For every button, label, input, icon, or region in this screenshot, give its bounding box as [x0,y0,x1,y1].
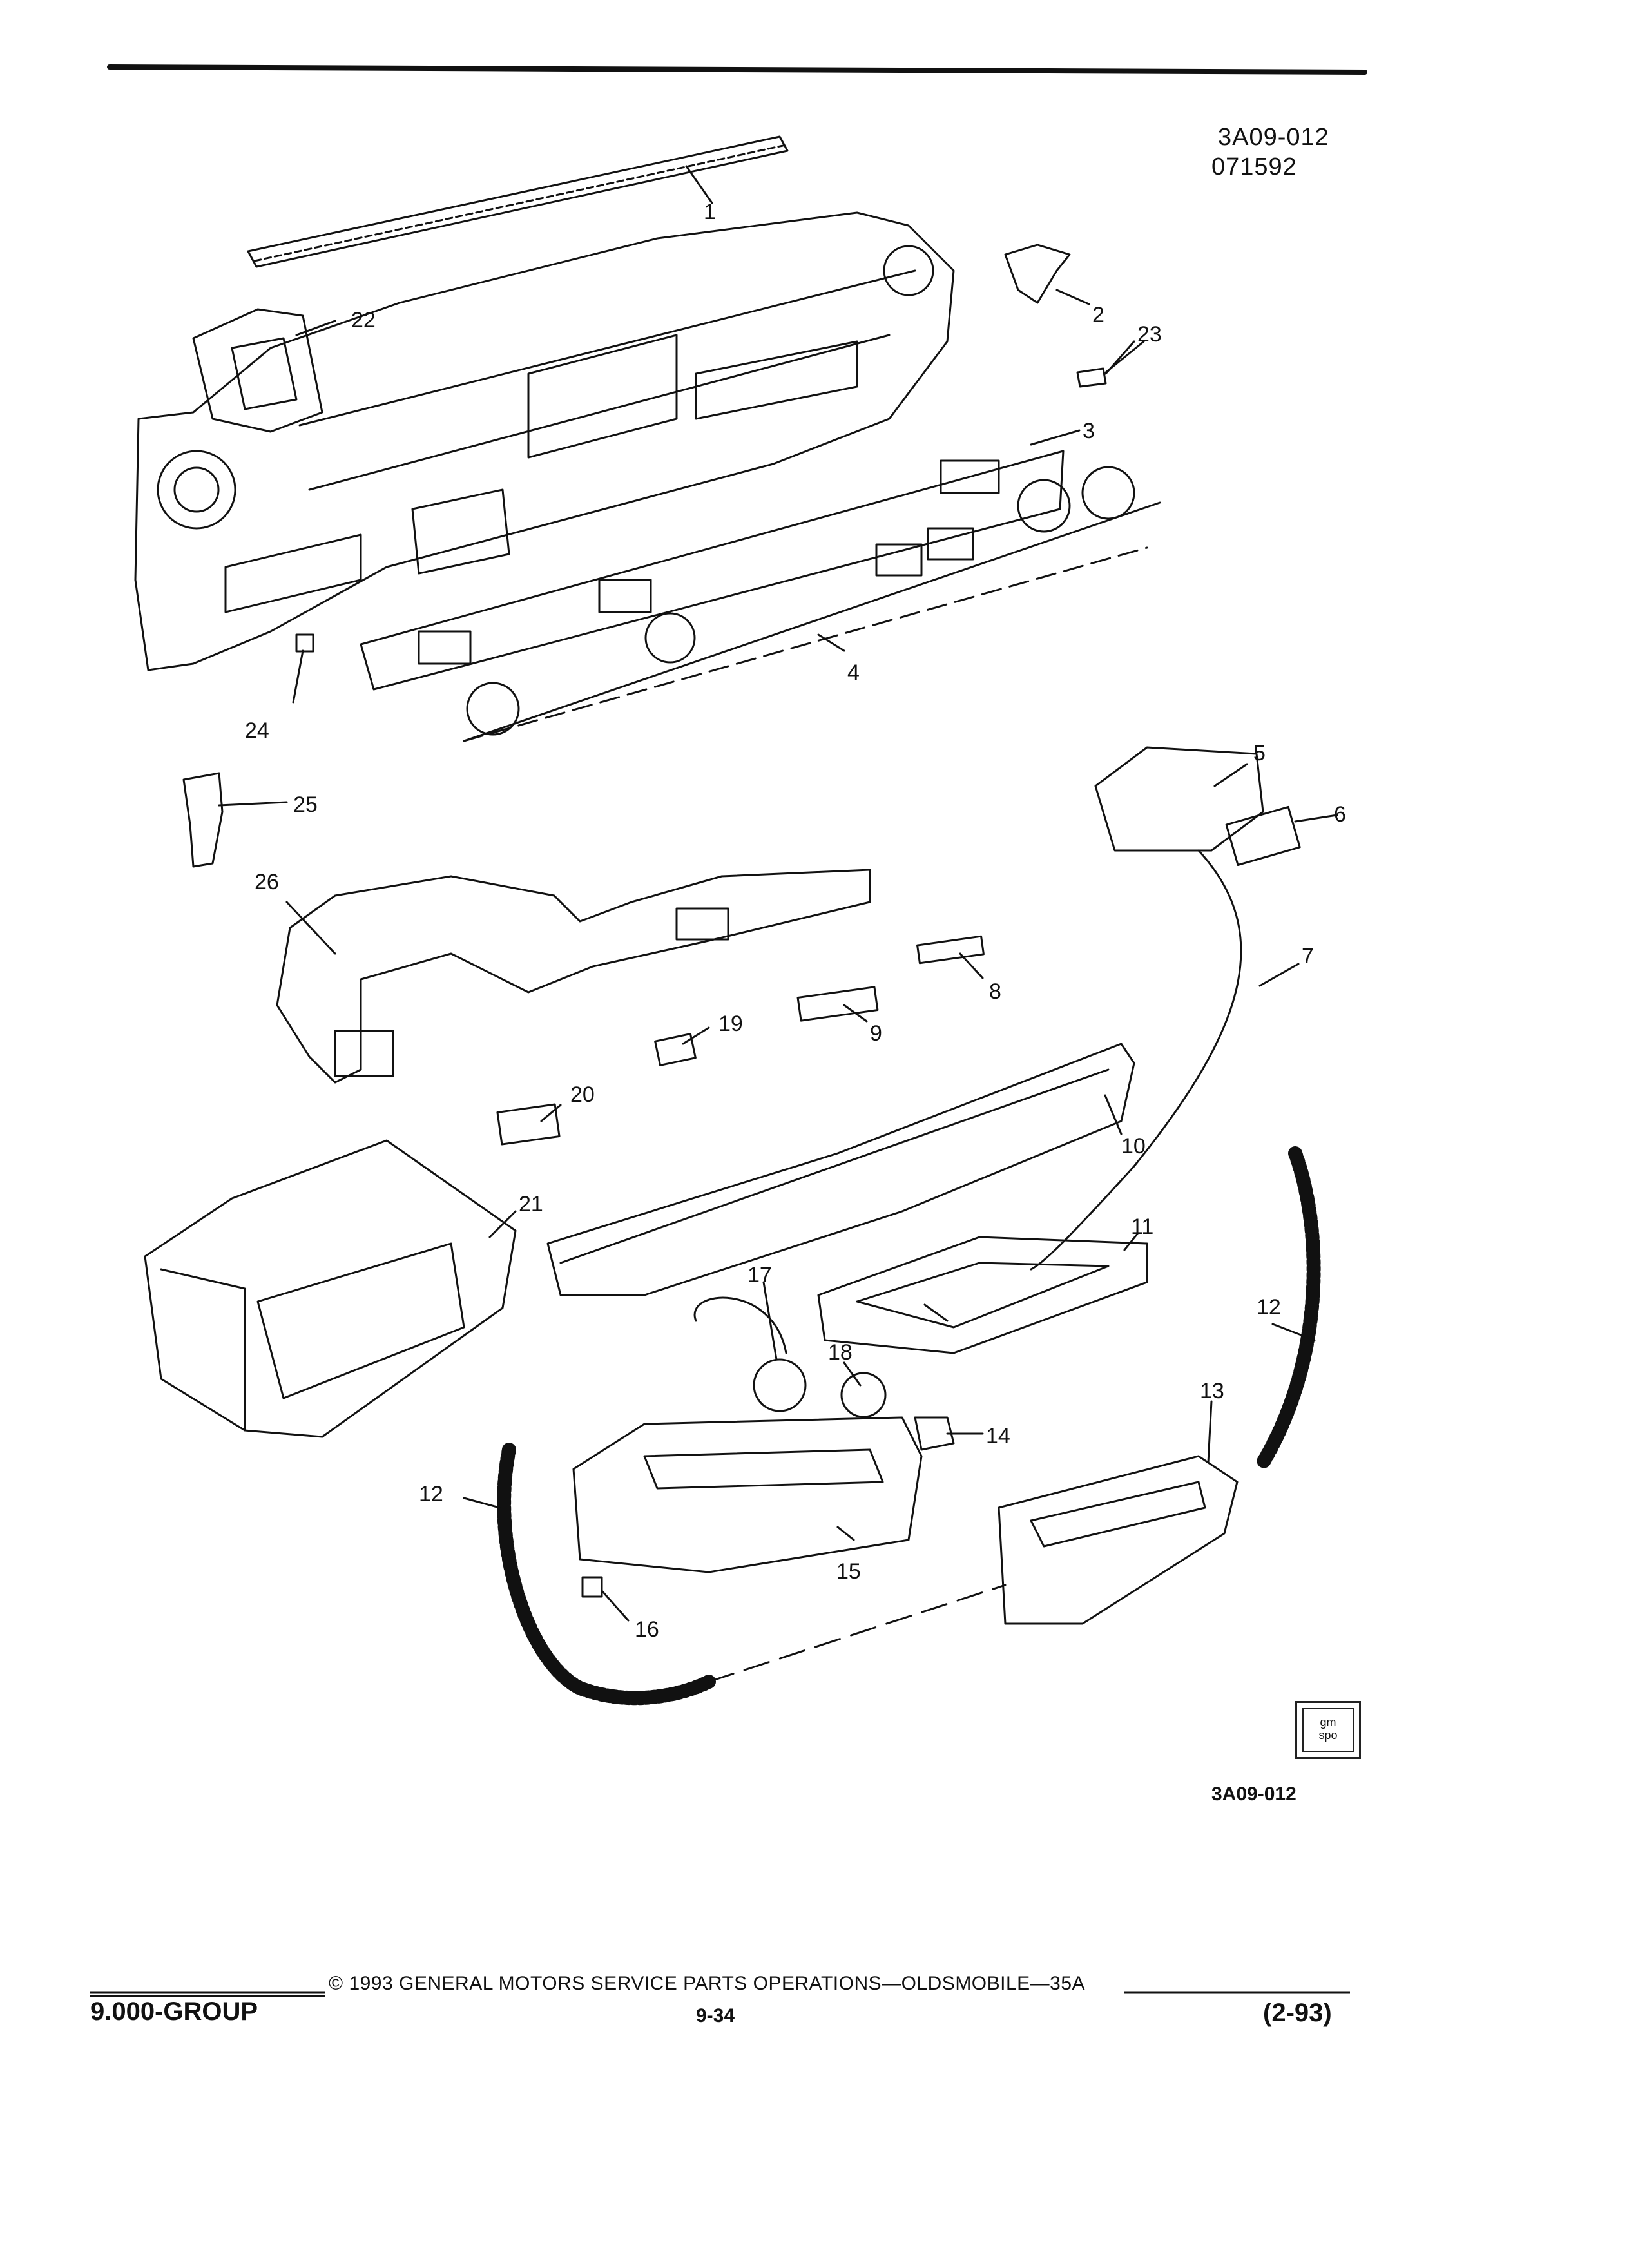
callout-9: 9 [870,1021,882,1046]
part-18-actuator [840,1372,887,1418]
footer-revision: (2-93) [1263,1999,1332,2027]
callout-19: 19 [718,1012,743,1036]
date-code: 071592 [1211,153,1297,180]
part-7-cable [1030,849,1242,1271]
callout-10: 10 [1121,1134,1146,1158]
callout-13: 13 [1200,1379,1224,1403]
part-14-switch [914,1416,955,1451]
part-12-dashed-link [708,1584,1007,1683]
callout-7: 7 [1302,944,1314,968]
callout-8: 8 [989,979,1001,1004]
callout-20: 20 [570,1082,595,1107]
part-15-heater-assembly [572,1416,923,1573]
part-25-bracket [182,772,224,868]
part-21-case [144,1139,517,1438]
footer-page-number: 9-34 [696,2005,735,2026]
callout-15: 15 [836,1559,861,1584]
callout-6: 6 [1334,802,1346,827]
part-17-actuator [753,1358,807,1412]
callout-14: 14 [986,1424,1010,1448]
callout-12a: 12 [419,1482,443,1506]
part-12-hose-left [497,1443,716,1706]
part-5-housing [1094,746,1264,852]
leader-lines [218,165,1338,1622]
callout-11: 11 [1131,1215,1153,1239]
callout-22: 22 [351,308,376,332]
part-23-clip [1076,367,1107,388]
callout-5: 5 [1253,741,1266,765]
part-3-4-lower-trim [360,450,1161,742]
callout-18: 18 [828,1340,853,1365]
callout-21: 21 [519,1192,543,1216]
part-24-nut [295,633,314,653]
part-6-gasket [1225,805,1301,867]
part-26-duct [276,869,871,1084]
part-11-frame [817,1236,1148,1354]
part-1-defroster-grille [247,135,789,268]
part-9-vent [796,986,879,1022]
callout-23: 23 [1137,322,1162,347]
figure-footer-code: 3A09-012 [1211,1783,1296,1805]
callout-1: 1 [704,200,716,224]
logo-line-2: spo [1318,1729,1338,1742]
footer-copyright: © 1993 GENERAL MOTORS SERVICE PARTS OPER… [329,1973,1086,1994]
figure-code: 3A09-012 [1218,124,1329,151]
callout-24: 24 [245,718,269,743]
callout-4: 4 [847,660,860,685]
callout-12b: 12 [1257,1295,1281,1320]
part-20-vent [496,1103,561,1146]
callout-labels: 1 2 3 4 5 6 7 8 9 10 11 12 12 13 14 15 1… [245,200,1346,1642]
top-rule [107,64,1367,75]
callout-25: 25 [293,793,318,817]
part-19-vent [654,1033,697,1066]
callout-16: 16 [635,1617,659,1642]
part-instrument-panel [134,211,955,671]
part-10-defroster-duct [546,1043,1135,1296]
part-16-clip [581,1576,603,1598]
footer-group: 9.000-GROUP [90,1997,258,2026]
logo-line-1: gm [1320,1716,1336,1729]
part-2-bracket [1004,244,1071,304]
part-12-hose-right [1256,1146,1321,1470]
callout-2: 2 [1092,303,1104,327]
part-22-bezel [192,308,323,433]
callout-26: 26 [255,870,279,894]
part-8-vent [916,935,985,965]
gm-spo-logo: gm spo [1295,1701,1361,1759]
part-17-hose [693,1296,787,1354]
part-13-housing [998,1455,1239,1625]
callout-3: 3 [1083,419,1095,443]
callout-17: 17 [747,1263,772,1287]
